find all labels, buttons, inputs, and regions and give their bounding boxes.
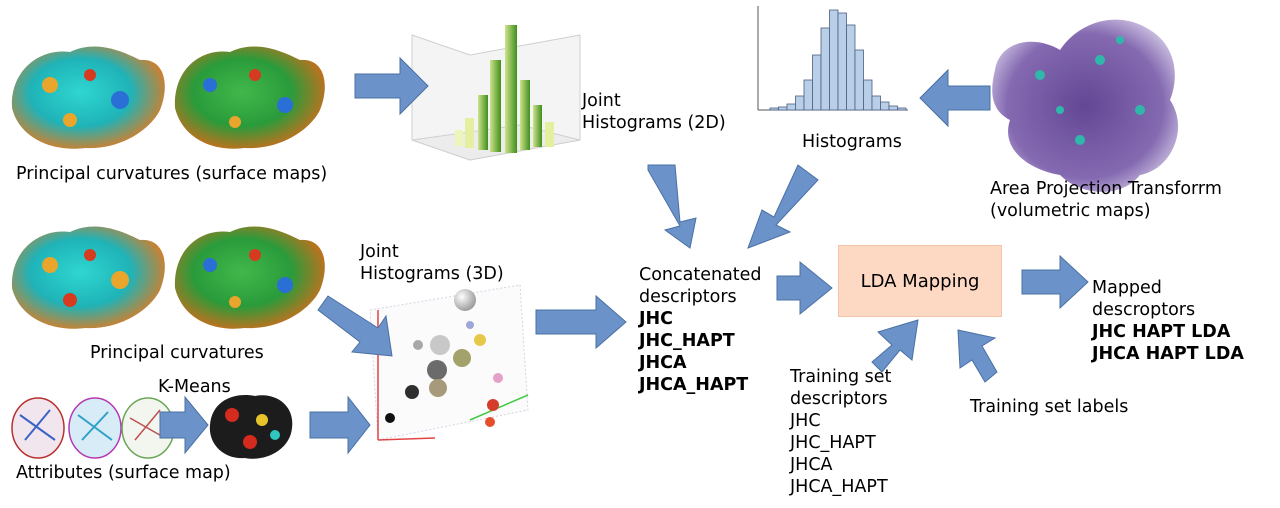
principal-curvatures-maps-label: Principal curvatures (surface maps)	[16, 164, 328, 184]
histogram-bar	[820, 27, 830, 111]
histogram-bar	[803, 79, 813, 111]
histogram-bar	[897, 107, 907, 111]
histogram-bar	[778, 106, 788, 111]
protein-surface-image	[174, 46, 325, 149]
arrow	[535, 294, 627, 350]
histogram-bar	[854, 49, 864, 111]
lda-mapping-box: LDA Mapping	[838, 245, 1002, 317]
volumetric-map-image	[992, 19, 1179, 192]
kmeans-surface-image	[209, 395, 293, 459]
histogram-bar	[795, 95, 805, 111]
arrow	[317, 295, 393, 357]
arrow	[647, 164, 697, 249]
arrow	[354, 56, 429, 116]
kmeans-label: K-Means	[158, 377, 231, 397]
training-set-labels: Training set labels	[970, 397, 1129, 417]
joint-histogram-2d-image	[411, 25, 581, 161]
lda-mapping-label: LDA Mapping	[860, 270, 980, 292]
arrow	[747, 164, 819, 249]
histogram-bar	[829, 9, 839, 111]
histogram-bar	[871, 95, 881, 111]
arrow	[919, 68, 991, 128]
histogram-bar	[837, 12, 847, 111]
histogram-bar	[888, 105, 898, 111]
histogram-bar	[786, 103, 796, 111]
joint-histograms-2d-label: Joint Histograms (2D)	[582, 91, 726, 133]
joint-histograms-3d-label: Joint Histograms (3D)	[360, 242, 504, 284]
arrow	[1021, 254, 1089, 310]
apt-label: Area Projection Transforrm (volumetric m…	[990, 179, 1222, 221]
histograms-label: Histograms	[802, 132, 902, 152]
arrow	[871, 319, 919, 373]
principal-curvatures-label: Principal curvatures	[90, 343, 264, 363]
joint-histogram-3d-image	[369, 284, 529, 441]
arrow	[957, 329, 998, 383]
arrow	[159, 395, 209, 455]
histogram-bar	[880, 101, 890, 111]
attributes-label: Attributes (surface map)	[16, 463, 231, 483]
protein-surface-image	[11, 226, 165, 329]
histogram-bar	[812, 54, 822, 111]
bar-histogram-image	[757, 6, 908, 111]
mapped-descriptors: Mapped descroptors JHC HAPT LDA JHCA HAP…	[1092, 278, 1244, 364]
histogram-bar	[846, 24, 856, 111]
attribute-surface-image	[11, 397, 175, 459]
arrow	[776, 260, 833, 316]
protein-surface-image	[174, 226, 325, 329]
histogram-bar	[863, 79, 873, 111]
protein-surface-image	[11, 46, 165, 149]
histogram-bar	[769, 107, 779, 111]
training-set-descriptors: Training set descriptors JHC JHC_HAPT JH…	[790, 367, 892, 497]
arrow	[309, 395, 371, 455]
concatenated-descriptors: Concatenated descriptors JHC JHC_HAPT JH…	[639, 265, 762, 395]
